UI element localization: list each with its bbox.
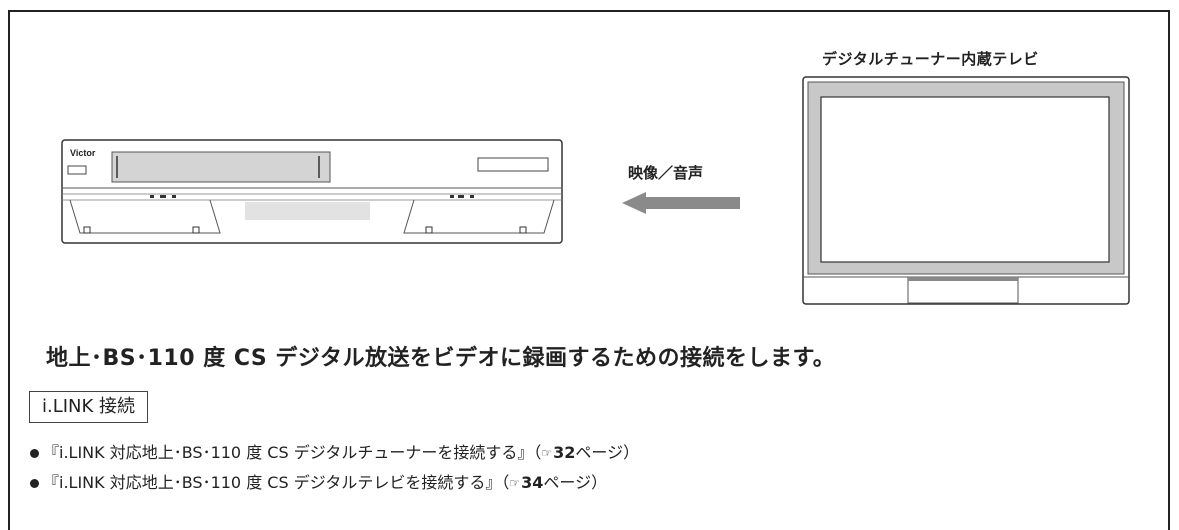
page-reference-icon: ☞ — [509, 476, 521, 490]
list-item: 『i.LINK 対応地上･BS･110 度 CS デジタルテレビを接続する』（ … — [30, 468, 639, 498]
list-item-suffix: ページ） — [543, 473, 608, 492]
signal-arrow-icon — [622, 192, 740, 214]
page-number-link[interactable]: 34 — [521, 473, 544, 492]
signal-label: 映像／音声 — [628, 164, 704, 182]
vcr-brand: Victor — [70, 148, 96, 158]
list-item-text: 『i.LINK 対応地上･BS･110 度 CS デジタルテレビを接続する』（ — [43, 473, 510, 492]
list-item: 『i.LINK 対応地上･BS･110 度 CS デジタルチューナーを接続する』… — [30, 438, 639, 468]
reference-list: 『i.LINK 対応地上･BS･110 度 CS デジタルチューナーを接続する』… — [30, 438, 639, 498]
headline: 地上･BS･110 度 CS デジタル放送をビデオに録画するための接続をします。 — [46, 346, 836, 371]
page-reference-icon: ☞ — [541, 446, 553, 460]
tv-label: デジタルチューナー内蔵テレビ — [822, 50, 1039, 68]
page-frame — [8, 10, 1170, 530]
list-item-text: 『i.LINK 対応地上･BS･110 度 CS デジタルチューナーを接続する』… — [43, 443, 542, 462]
list-item-suffix: ページ） — [575, 443, 640, 462]
section-badge: i.LINK 接続 — [29, 391, 149, 423]
bullet-icon — [30, 478, 39, 488]
vcr-illustration: Victor — [61, 139, 563, 244]
page-number-link[interactable]: 32 — [553, 443, 576, 462]
tv-illustration — [802, 76, 1130, 305]
bullet-icon — [30, 448, 39, 458]
